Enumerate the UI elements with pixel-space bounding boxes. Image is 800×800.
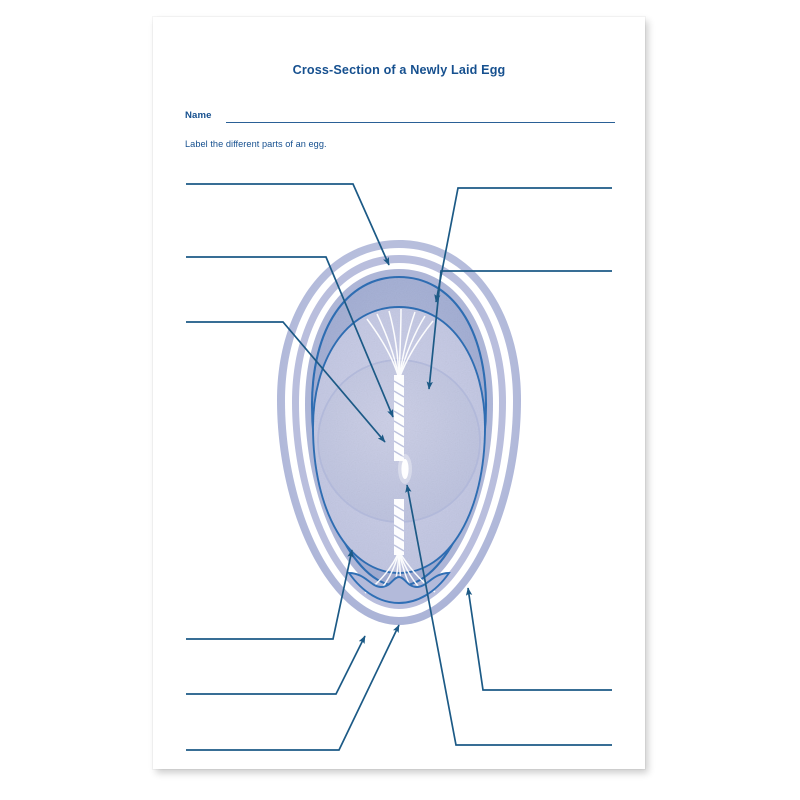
label-line-bottom-left-3[interactable] bbox=[186, 624, 400, 751]
label-line-top-left[interactable] bbox=[186, 183, 390, 266]
egg-diagram bbox=[153, 17, 645, 769]
label-line-bottom-right-2[interactable] bbox=[465, 587, 612, 691]
name-row: Name bbox=[185, 110, 615, 126]
label-leader-lines bbox=[186, 183, 612, 751]
label-line-mid-left[interactable] bbox=[186, 256, 394, 418]
label-line-bottom-left-1[interactable] bbox=[186, 549, 354, 640]
name-input-rule[interactable] bbox=[226, 122, 615, 123]
egg-air-cell bbox=[347, 572, 451, 604]
label-line-bottom-right-1[interactable] bbox=[405, 484, 612, 746]
page-title: Cross-Section of a Newly Laid Egg bbox=[292, 63, 506, 77]
egg-germinal-disc bbox=[401, 459, 409, 479]
chalaza-cord-lower bbox=[393, 499, 405, 555]
worksheet-page: Cross-Section of a Newly Laid Egg Name L… bbox=[153, 17, 645, 769]
label-line-bottom-left-2[interactable] bbox=[186, 635, 366, 695]
egg-germinal-disc-glow bbox=[398, 454, 412, 484]
label-line-lower-left[interactable] bbox=[186, 321, 386, 443]
egg-body bbox=[277, 240, 521, 625]
label-line-mid-right[interactable] bbox=[426, 270, 612, 390]
label-line-top-right[interactable] bbox=[434, 187, 612, 303]
instruction-text: Label the different parts of an egg. bbox=[185, 139, 327, 149]
name-label: Name bbox=[185, 110, 212, 121]
chalaza-cord-upper bbox=[393, 375, 405, 461]
